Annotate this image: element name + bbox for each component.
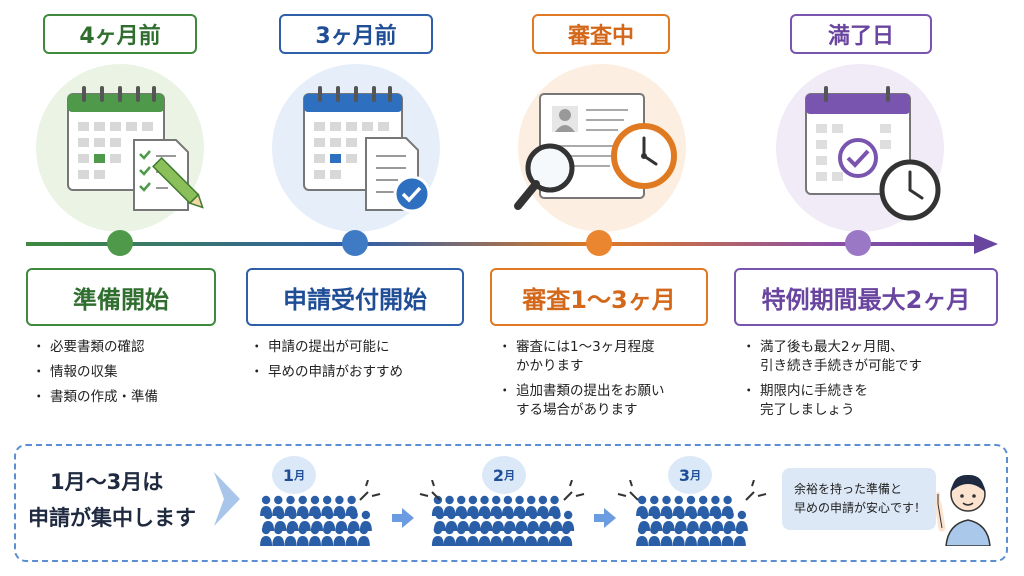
stage-1-bullets: 必要書類の確認 情報の収集 書類の作成・準備 — [32, 338, 224, 413]
burst-marks — [617, 480, 639, 501]
month-number: 3 — [678, 465, 691, 485]
timeline-arrow — [26, 234, 998, 254]
bullet-item: 必要書類の確認 — [32, 338, 224, 357]
stage-4-bullets: 満了後も最大2ヶ月間、 引き続き手続きが可能です 期限内に手続きを 完了しましょ… — [742, 338, 984, 426]
crowd-icon — [431, 495, 575, 546]
bullet-item: 情報の収集 — [32, 363, 224, 382]
burst-marks — [745, 480, 767, 501]
arrow-right-icon — [594, 508, 616, 528]
bullet-item: 書類の作成・準備 — [32, 388, 224, 407]
bullet-item: 早めの申請がおすすめ — [250, 363, 472, 382]
stage-4-title: 特例期間最大2ヶ月 — [734, 268, 998, 326]
stage-2-top-label: 3ヶ月前 — [279, 14, 433, 54]
month-number: 2 — [492, 465, 505, 485]
bullet-item: 期限内に手続きを 完了しましょう — [742, 382, 984, 420]
stage-4-node — [845, 230, 871, 256]
burst-marks — [419, 480, 441, 501]
month-unit: 月 — [294, 469, 306, 482]
bullet-item: 審査には1〜3ヶ月程度 かかります — [498, 338, 720, 376]
calendar-check-clock-icon — [805, 86, 941, 221]
calendar-document-check-icon — [303, 86, 431, 213]
stage-2-title: 申請受付開始 — [246, 268, 464, 326]
magnifier-profile-clock-icon — [514, 93, 677, 210]
burst-marks — [563, 480, 585, 501]
stage-2-bullets: 申請の提出が可能に 早めの申請がおすすめ — [250, 338, 472, 388]
month-number: 1 — [282, 465, 295, 485]
month-unit: 月 — [690, 469, 702, 482]
stage-3-top-label: 審査中 — [532, 14, 670, 54]
burst-marks — [359, 480, 381, 501]
stage-1-title: 準備開始 — [26, 268, 216, 326]
stage-3-node — [586, 230, 612, 256]
chevron-right-icon — [214, 472, 240, 526]
concentration-headline-line2: 申請が集中します — [28, 506, 196, 530]
crowd-icon — [260, 495, 372, 546]
bullet-item: 申請の提出が可能に — [250, 338, 472, 357]
arrow-right-icon — [392, 508, 414, 528]
stage-1-top-label: 4ヶ月前 — [43, 14, 197, 54]
calendar-checklist-icon — [67, 86, 204, 211]
stage-2-node — [342, 230, 368, 256]
stage-3-title: 審査1〜3ヶ月 — [490, 268, 708, 326]
stage-4-top-label: 満了日 — [790, 14, 932, 54]
advice-bubble: 余裕を持った準備と 早めの申請が安心です！ — [782, 468, 936, 530]
crowd-icon — [636, 495, 748, 546]
stage-1-node — [107, 230, 133, 256]
stage-3-bullets: 審査には1〜3ヶ月程度 かかります 追加書類の提出をお願い する場合があります — [498, 338, 720, 426]
bullet-item: 満了後も最大2ヶ月間、 引き続き手続きが可能です — [742, 338, 984, 376]
concentration-headline-line1: 1月〜3月は — [50, 470, 164, 494]
month-unit: 月 — [504, 469, 516, 482]
person-raising-hand-icon — [934, 474, 991, 546]
bullet-item: 追加書類の提出をお願い する場合があります — [498, 382, 720, 420]
